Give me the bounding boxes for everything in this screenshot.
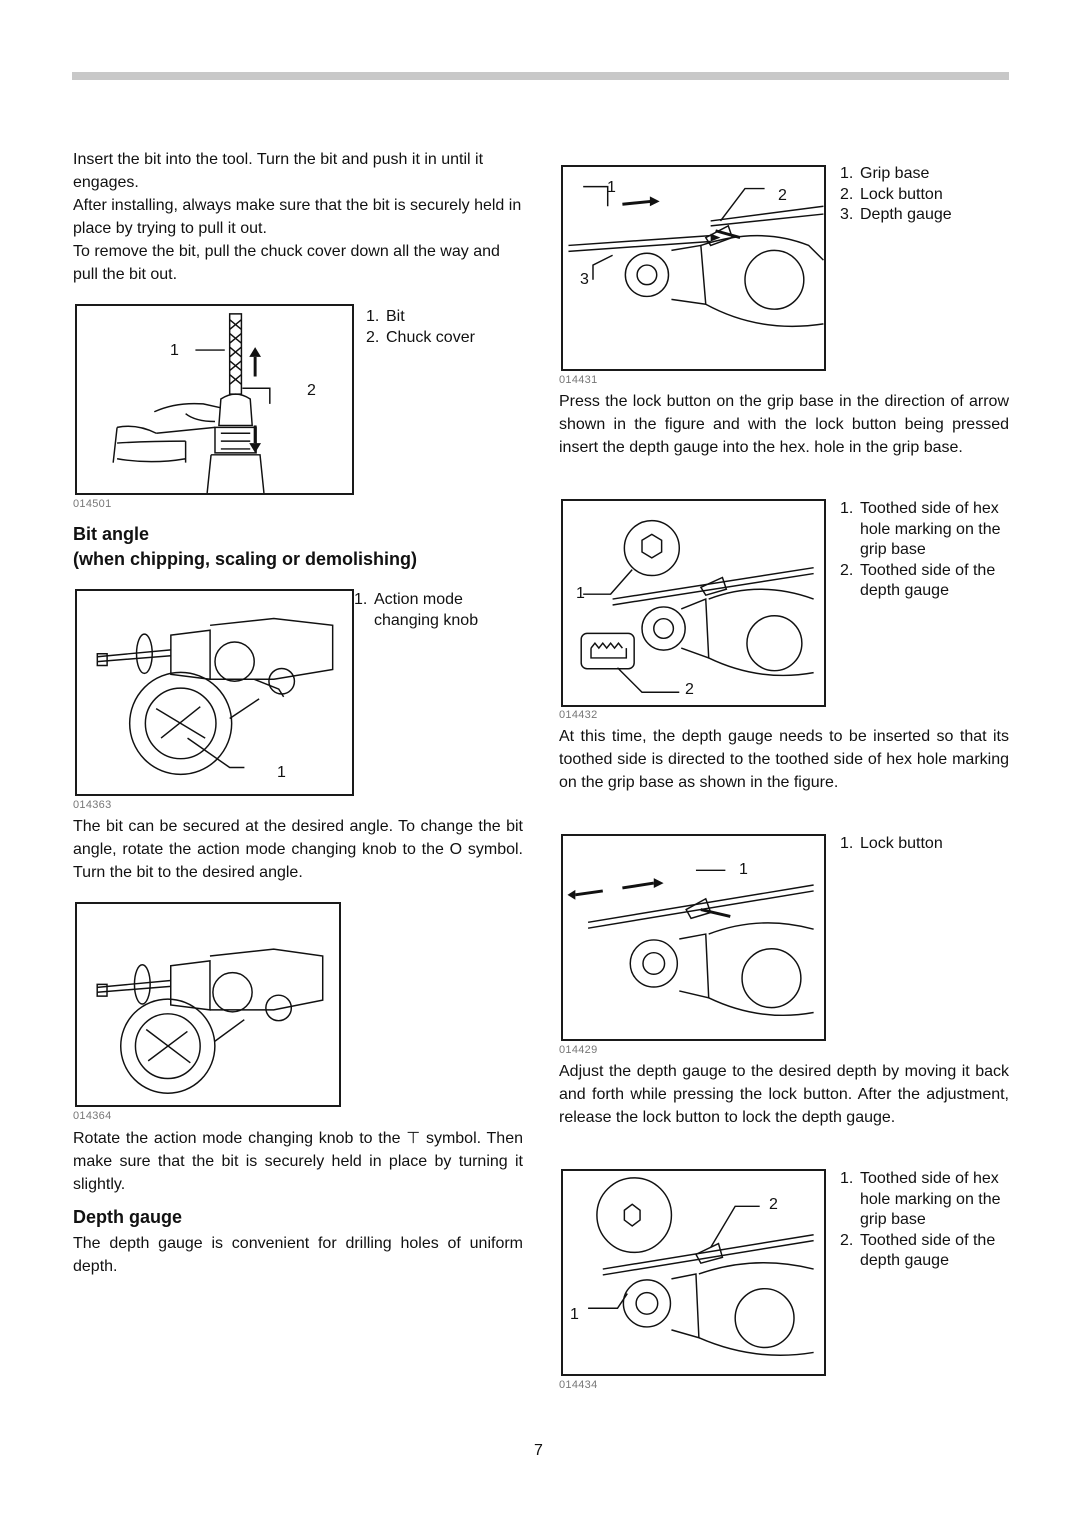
figure-toothed-sides: 1 2 <box>561 499 826 707</box>
legend-item: 2.Toothed side of the depth gauge <box>840 1231 996 1270</box>
heading-line: Bit angle <box>73 524 150 544</box>
figure-grip-base: 1 2 3 <box>561 165 826 371</box>
section-heading-depth-gauge: Depth gauge <box>73 1207 183 1227</box>
figure-legend: 1.Grip base 2.Lock button 3.Depth gauge <box>840 164 1010 226</box>
legend-item: 1.Grip base <box>840 165 930 182</box>
hammer-drill-illustration <box>96 617 334 776</box>
hex-hole-illustration <box>580 519 814 693</box>
drill-chuck-illustration <box>112 313 271 493</box>
legend-item: 1.Toothed side of hex hole marking on th… <box>840 500 1001 558</box>
paragraph: The depth gauge is convenient for drilli… <box>73 1235 523 1275</box>
depth-adjust-illustration <box>567 869 814 1017</box>
figure-legend: 1.Action mode changing knob <box>354 590 514 631</box>
paragraph: Adjust the depth gauge to the desired de… <box>559 1063 1009 1126</box>
legend-item: 2.Lock button <box>840 185 943 203</box>
figure-code: 014434 <box>559 1379 598 1391</box>
legend-item: 2.Toothed side of the depth gauge <box>840 561 996 600</box>
grip-base-illustration <box>568 185 824 328</box>
figure-legend: 1.Lock button <box>840 834 1010 855</box>
paragraph: At this time, the depth gauge needs to b… <box>559 728 1009 791</box>
figure-toothed-sides-final: 2 1 <box>561 1169 826 1376</box>
figure-legend: 1.Toothed side of hex hole marking on th… <box>840 1169 1010 1272</box>
legend-item: 1.Action mode changing knob <box>354 591 479 629</box>
figure-bit-install: 1 2 <box>75 304 354 495</box>
callout-number: 1 <box>170 342 179 359</box>
figure-bit-angle-set <box>75 902 341 1107</box>
heading-line: (when chipping, scaling or demolishing) <box>73 549 418 569</box>
hammer-drill-illustration <box>96 948 324 1094</box>
legend-item: 1.Bit <box>366 308 405 325</box>
figure-code: 014429 <box>559 1044 598 1056</box>
legend-item: 1.Lock button <box>840 835 943 852</box>
paragraph: The bit can be secured at the desired an… <box>73 818 523 881</box>
callout-number: 2 <box>307 382 316 399</box>
page-number: 7 <box>534 1442 543 1459</box>
section-heading-bit-angle: Bit angle (when chipping, scaling or dem… <box>73 522 533 572</box>
figure-legend: 1.Toothed side of hex hole marking on th… <box>840 499 1010 602</box>
hex-hole-illustration <box>588 1177 814 1356</box>
callout-number: 1 <box>277 764 286 781</box>
figure-code: 014364 <box>73 1110 112 1122</box>
figure-legend: 1.Bit 2.Chuck cover <box>366 307 516 348</box>
callout-number: 3 <box>580 271 589 288</box>
callout-number: 1 <box>576 585 585 602</box>
legend-item: 3.Depth gauge <box>840 206 952 223</box>
legend-item: 1.Toothed side of hex hole marking on th… <box>840 1170 1001 1228</box>
callout-number: 2 <box>685 681 694 698</box>
paragraph: Rotate the action mode changing knob to … <box>73 1130 523 1193</box>
figure-lock-button: 1 <box>561 834 826 1041</box>
intro-text: Insert the bit into the tool. Turn the b… <box>73 148 523 286</box>
callout-number: 2 <box>769 1196 778 1213</box>
figure-code: 014501 <box>73 498 112 510</box>
callout-number: 1 <box>570 1306 579 1323</box>
header-rule <box>72 72 1009 80</box>
callout-number: 2 <box>778 187 787 204</box>
figure-code: 014431 <box>559 374 598 386</box>
callout-number: 1 <box>739 861 748 878</box>
figure-code: 014363 <box>73 799 112 811</box>
legend-item: 2.Chuck cover <box>366 328 475 346</box>
callout-number: 1 <box>607 179 616 196</box>
figure-action-mode-knob: 1 <box>75 589 354 796</box>
paragraph: Press the lock button on the grip base i… <box>559 393 1009 456</box>
paragraph: To remove the bit, pull the chuck cover … <box>73 243 500 283</box>
paragraph: After installing, always make sure that … <box>73 197 522 237</box>
figure-code: 014432 <box>559 709 598 721</box>
paragraph: Insert the bit into the tool. Turn the b… <box>73 151 484 191</box>
